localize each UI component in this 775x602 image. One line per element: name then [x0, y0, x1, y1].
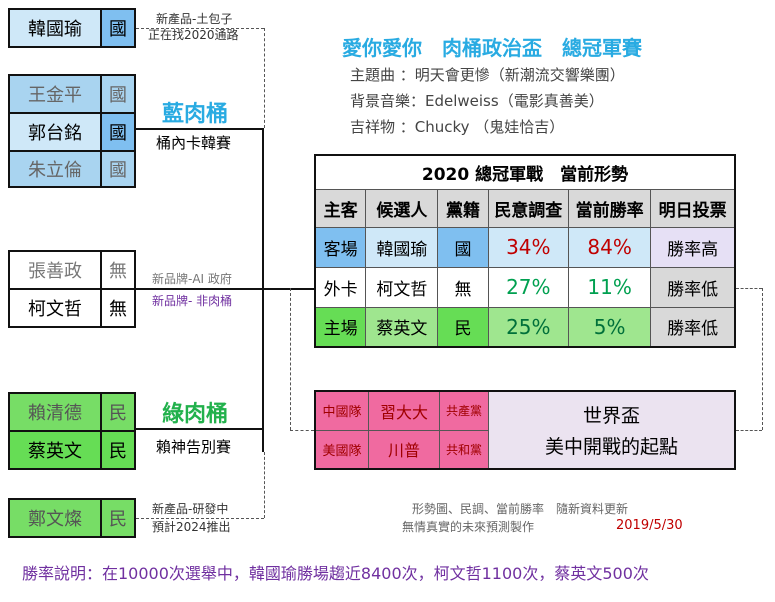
dashed-connector: [264, 28, 265, 128]
cheng-note-1: 新產品-研發中: [152, 502, 229, 516]
event-title: 愛你愛你 肉桶政治盃 總冠軍賽: [342, 36, 642, 60]
green-title: 綠肉桶: [162, 402, 229, 427]
update-note: 形勢圖、民調、當前勝率 隨新資料更新: [412, 502, 629, 516]
candidate-name: 張善政: [10, 252, 102, 288]
vote-cell: 勝率高: [650, 226, 736, 268]
party-badge: 無: [102, 252, 134, 288]
candidate-box-tsai: 蔡英文 民: [8, 430, 136, 470]
maker-note: 無情真實的未來預測製作: [402, 520, 535, 534]
candidate-name: 韓國瑜: [10, 10, 102, 46]
background-music: 背景音樂：Edelweiss（電影真善美）: [350, 92, 604, 110]
name-cell: 韓國瑜: [365, 226, 439, 268]
party-cell: 民: [437, 306, 489, 348]
party-badge: 國: [102, 152, 134, 186]
dashed-connector: [136, 28, 264, 29]
bracket-line: [136, 428, 264, 430]
candidate-box-ko: 柯文哲 無: [8, 288, 136, 328]
party-badge: 民: [102, 500, 134, 536]
china-party: 共產黨: [445, 404, 482, 419]
candidate-box-lai: 賴清德 民: [8, 392, 136, 432]
table-title: 2020 總冠軍戰 當前形勢: [314, 154, 736, 190]
winrate-cell: 11%: [567, 266, 652, 308]
candidate-box-han: 韓國瑜 國: [8, 8, 136, 48]
dashed-connector: [264, 452, 265, 518]
us-person: 川普: [369, 430, 440, 468]
side-cell: 主場: [314, 306, 367, 348]
poll-cell: 34%: [487, 226, 569, 268]
dashed-connector: [136, 518, 264, 519]
dashed-connector: [290, 430, 314, 431]
table-row: 主場 蔡英文 民 25% 5% 勝率低: [314, 306, 736, 348]
mascot: 吉祥物 ：Chucky （鬼娃恰吉）: [350, 118, 565, 136]
table-header: 黨籍: [437, 188, 489, 228]
winrate-cell: 84%: [567, 226, 652, 268]
table-header: 主客: [314, 188, 367, 228]
party-cell: 無: [437, 266, 489, 308]
green-subtitle: 賴神告別賽: [156, 438, 232, 456]
candidate-box-chu: 朱立倫 國: [8, 150, 136, 188]
party-badge: 國: [102, 114, 134, 150]
theme-song: 主題曲 ：明天會更慘（新潮流交響樂團）: [350, 66, 625, 84]
table-row: 外卡 柯文哲 無 27% 11% 勝率低: [314, 266, 736, 308]
table-header: 候選人: [365, 188, 439, 228]
bracket-line: [136, 288, 314, 290]
table-header: 民意調查: [487, 188, 569, 228]
party-badge: 民: [102, 394, 134, 430]
candidate-box-wang: 王金平 國: [8, 74, 136, 114]
name-cell: 蔡英文: [365, 306, 439, 348]
candidate-name: 蔡英文: [10, 432, 102, 468]
party-badge: 國: [102, 10, 134, 46]
table-header: 當前勝率: [567, 188, 652, 228]
candidate-name: 王金平: [10, 76, 102, 112]
side-cell: 客場: [314, 226, 367, 268]
mid-note-1: 新品牌-AI 政府: [152, 272, 232, 286]
world-cup-subtitle: 美中開戰的起點: [544, 436, 678, 458]
candidate-name: 朱立倫: [10, 152, 102, 186]
name-cell: 柯文哲: [365, 266, 439, 308]
us-party: 共和黨: [445, 442, 482, 457]
vote-cell: 勝率低: [650, 266, 736, 308]
world-cup-title: 世界盃: [582, 405, 640, 427]
blue-subtitle: 桶內卡韓賽: [156, 134, 232, 152]
candidate-box-chang: 張善政 無: [8, 250, 136, 290]
dashed-connector: [736, 430, 762, 431]
china-team: 中國隊: [316, 392, 369, 430]
party-badge: 民: [102, 432, 134, 468]
winrate-explanation: 勝率說明：在10000次選舉中，韓國瑜勝場趨近8400次，柯文哲1100次，蔡英…: [22, 564, 649, 583]
mid-note-2: 新品牌- 非肉桶: [152, 294, 233, 308]
poll-cell: 25%: [487, 306, 569, 348]
world-cup-box: 中國隊 習大大 共產黨 美國隊 川普 共和黨 世界盃 美中開戰的起點: [314, 390, 736, 470]
candidate-name: 郭台銘: [10, 114, 102, 150]
vote-cell: 勝率低: [650, 306, 736, 348]
date-label: 2019/5/30: [616, 518, 683, 533]
table-header: 明日投票: [650, 188, 736, 228]
dashed-connector: [762, 288, 763, 430]
candidate-name: 柯文哲: [10, 290, 102, 326]
table-row: 客場 韓國瑜 國 34% 84% 勝率高: [314, 226, 736, 268]
cheng-note-2: 預計2024推出: [152, 520, 231, 534]
candidate-box-cheng: 鄭文燦 民: [8, 498, 136, 538]
han-note-1: 新產品-土包子: [156, 12, 233, 26]
china-person: 習大大: [369, 392, 440, 430]
dashed-connector: [736, 288, 762, 289]
candidate-box-gou: 郭台銘 國: [8, 112, 136, 152]
bracket-line: [262, 128, 264, 452]
dashed-connector: [290, 288, 291, 430]
bracket-line: [136, 128, 264, 130]
us-team: 美國隊: [316, 430, 369, 468]
standings-table: 2020 總冠軍戰 當前形勢 主客 候選人 黨籍 民意調查 當前勝率 明日投票 …: [314, 154, 736, 348]
han-note-2: 正在找2020通路: [148, 28, 239, 42]
party-badge: 國: [102, 76, 134, 112]
side-cell: 外卡: [314, 266, 367, 308]
party-badge: 無: [102, 290, 134, 326]
candidate-name: 鄭文燦: [10, 500, 102, 536]
winrate-cell: 5%: [567, 306, 652, 348]
poll-cell: 27%: [487, 266, 569, 308]
candidate-name: 賴清德: [10, 394, 102, 430]
party-cell: 國: [437, 226, 489, 268]
blue-title: 藍肉桶: [162, 102, 229, 127]
